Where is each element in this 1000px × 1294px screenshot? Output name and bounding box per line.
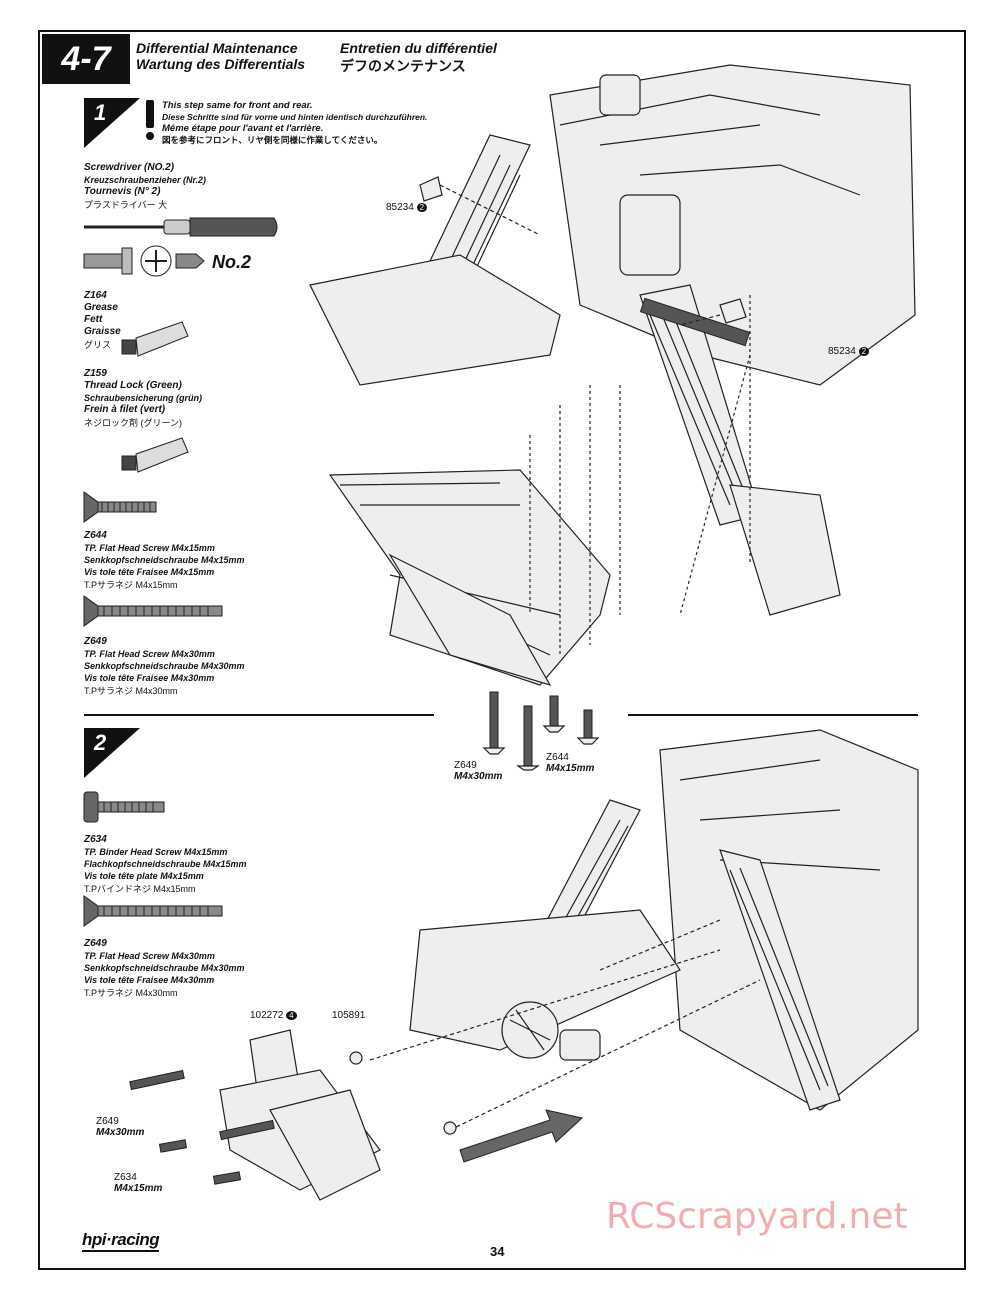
screw-z649-icon (83, 595, 223, 627)
tool-z634: Z634 TP. Binder Head Screw M4x15mm Flach… (84, 834, 247, 894)
step-1-note: This step same for front and rear. Diese… (162, 100, 428, 145)
screw-z649-icon-step2 (83, 895, 223, 927)
step-divider-right (628, 714, 918, 716)
section-number: 4-7 (42, 34, 130, 84)
callout-102272: 102272 4 (250, 1010, 297, 1021)
screwdriver-icon (83, 217, 278, 277)
screw-z644-icon (83, 491, 157, 523)
screw-z634-icon (83, 791, 165, 823)
title-fr: Entretien du différentiel (340, 40, 497, 56)
page-number: 34 (490, 1244, 505, 1259)
screwdriver-size-badge: No.2 (212, 252, 252, 272)
grease-tube-icon (121, 321, 189, 357)
tool-grease: Z164 Grease Fett Graisse グリス (84, 290, 121, 350)
callout-105891: 105891 (332, 1010, 366, 1021)
callout-85234-b: 85234 2 (828, 346, 870, 357)
tool-thread-lock: Z159 Thread Lock (Green) Schraubensicher… (84, 368, 203, 428)
step-1-screws (482, 691, 600, 771)
page-frame (38, 30, 966, 1270)
step-2-differential-diagram (129, 729, 919, 1201)
step-divider-left (84, 714, 434, 716)
watermark: RCScrapyard.net (606, 1196, 908, 1237)
brand-logo: hpi·racing (82, 1230, 160, 1252)
tool-z644: Z644 TP. Flat Head Screw M4x15mm Senkkop… (84, 530, 245, 590)
tool-screwdriver: Screwdriver (NO.2) Kreuzschraubenzieher … (84, 162, 207, 210)
step-1-chassis-diagram (309, 64, 916, 687)
title-jp: デフのメンテナンス (340, 58, 466, 74)
tool-z649: Z649 TP. Flat Head Screw M4x30mm Senkkop… (84, 636, 245, 696)
title-en: Differential Maintenance (136, 40, 298, 56)
tool-z649-step2: Z649 TP. Flat Head Screw M4x30mm Senkkop… (84, 938, 245, 998)
title-de: Wartung des Differentials (136, 56, 306, 72)
callout-85234-a: 85234 2 (386, 202, 428, 213)
caution-icon (146, 100, 154, 140)
thread-lock-tube-icon (121, 437, 189, 473)
